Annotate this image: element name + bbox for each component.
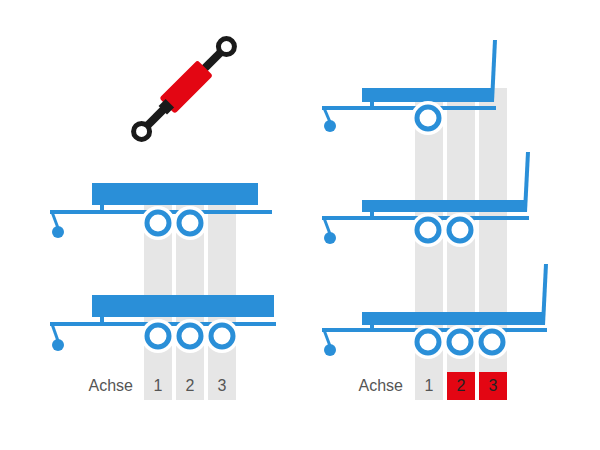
highlight-box (479, 372, 507, 400)
trailer (50, 40, 547, 357)
axle-number: 3 (489, 377, 498, 395)
axle-number: 2 (186, 377, 195, 395)
axle-label: Achse (359, 377, 403, 395)
axle-label: Achse (89, 377, 133, 395)
axle-band: 2 (176, 372, 204, 400)
axle-band: 3 (208, 372, 236, 400)
axle-band: 1 (415, 372, 443, 400)
highlight-box (447, 372, 475, 400)
shock-absorber (128, 33, 240, 145)
axle-number: 1 (425, 377, 434, 395)
axle-number: 2 (457, 377, 466, 395)
axle-number: 3 (218, 377, 227, 395)
axle-number: 1 (154, 377, 163, 395)
axle-band: 1 (144, 372, 172, 400)
highlight-box: 2 (447, 372, 475, 400)
highlight-box: 3 (479, 372, 507, 400)
